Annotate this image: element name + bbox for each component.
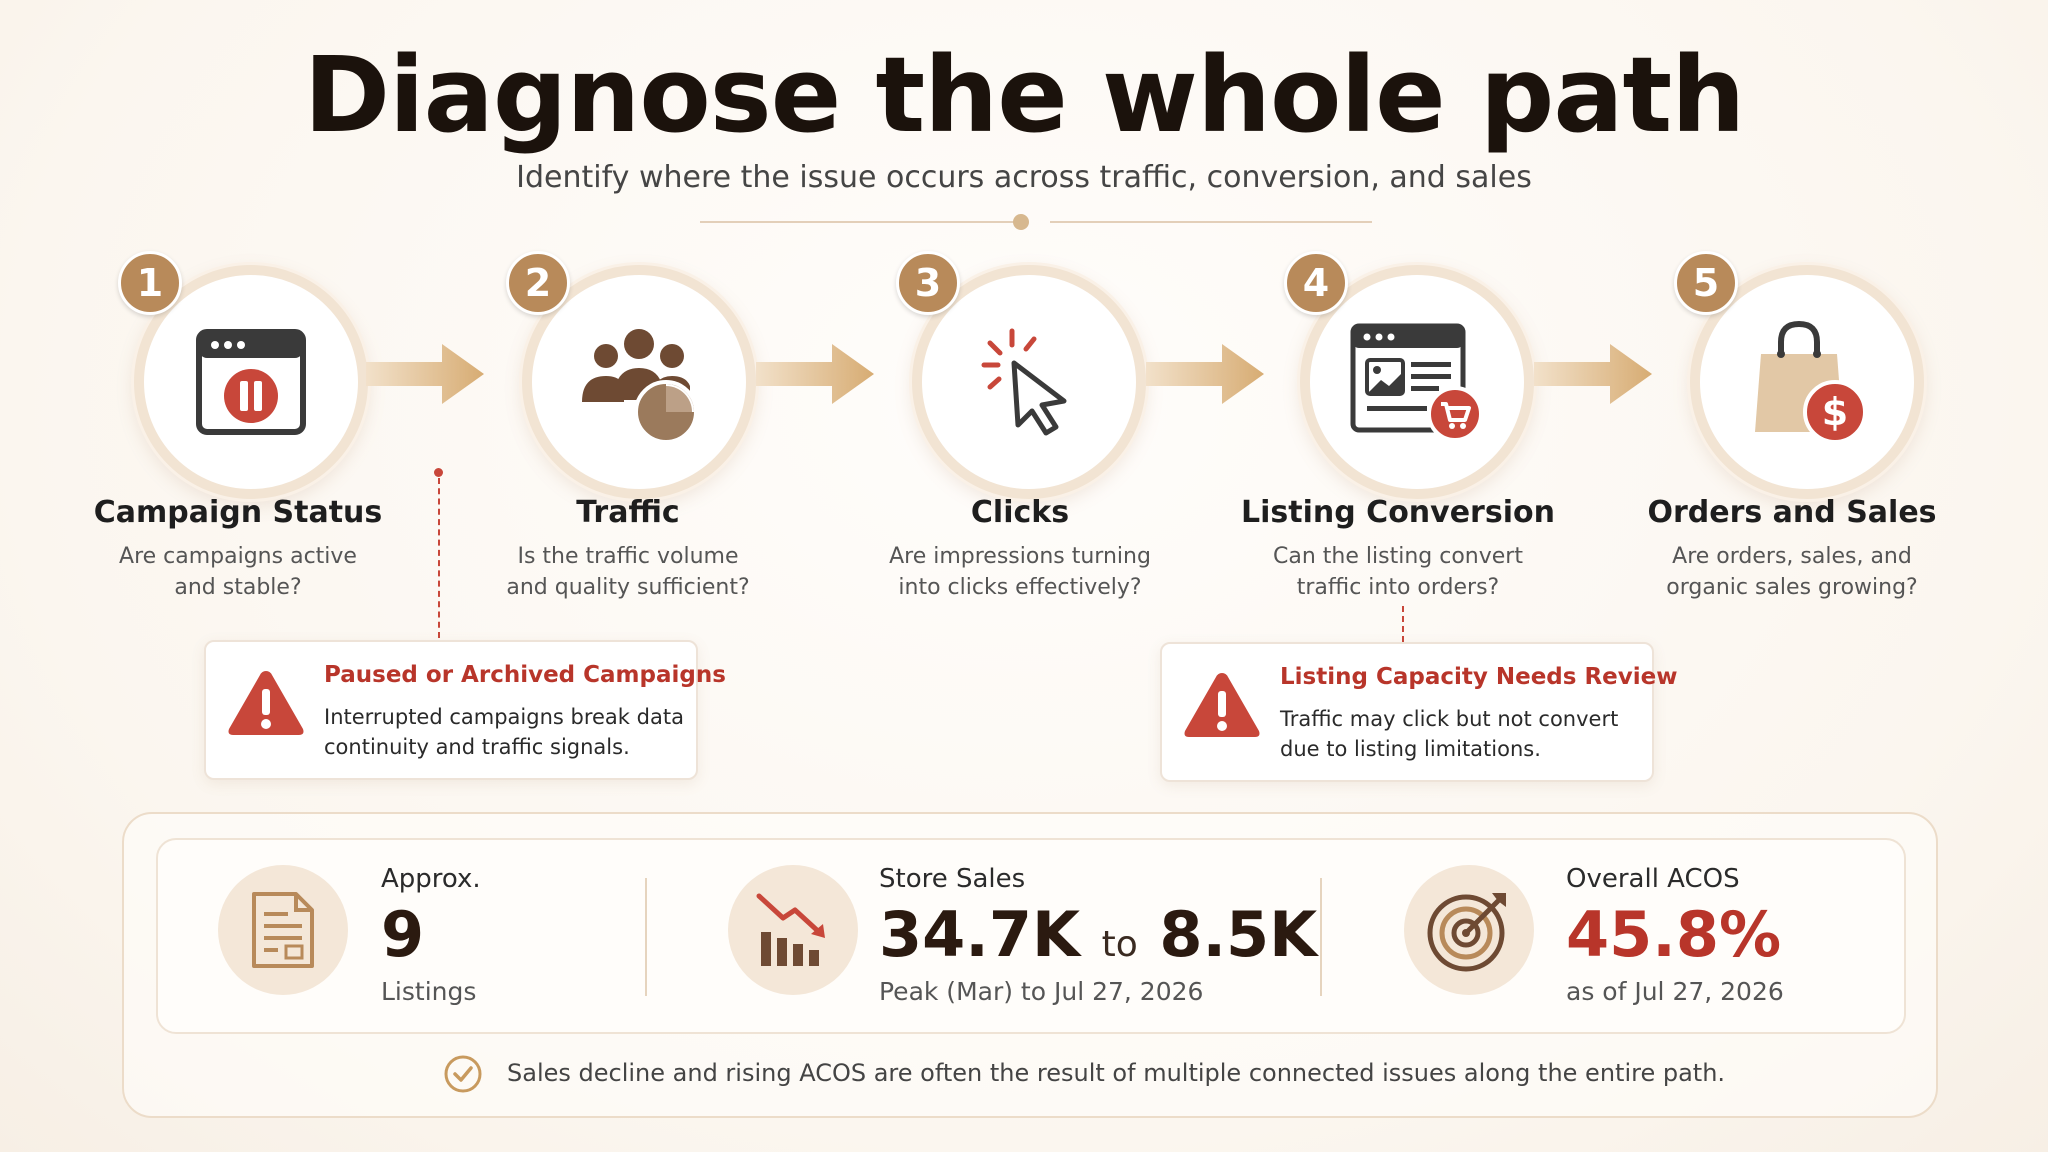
warning-2-connector bbox=[1402, 606, 1404, 642]
listings-value: 9 bbox=[381, 898, 425, 971]
footer-note: Sales decline and rising ACOS are often … bbox=[507, 1059, 1726, 1087]
acos-value: 45.8% bbox=[1566, 898, 1782, 971]
step-3-badge: 3 bbox=[896, 251, 960, 315]
step-1-circle bbox=[134, 265, 368, 499]
acos-sub: as of Jul 27, 2026 bbox=[1566, 977, 1784, 1006]
listings-icon-circle bbox=[218, 865, 348, 995]
store-sales-icon-circle bbox=[728, 865, 858, 995]
cursor-click-icon bbox=[981, 328, 1067, 436]
store-sales-to-word: to bbox=[1101, 924, 1138, 965]
metrics-separator-2 bbox=[1320, 878, 1322, 996]
step-2-circle bbox=[522, 265, 756, 499]
arrow-1-2 bbox=[366, 344, 484, 404]
store-sales-from: 34.7K bbox=[879, 898, 1081, 971]
arrow-2-3 bbox=[756, 344, 874, 404]
store-sales-to: 8.5K bbox=[1159, 898, 1318, 971]
store-sales-range: 34.7K to 8.5K bbox=[879, 898, 1317, 971]
header-divider-dot bbox=[1013, 214, 1029, 230]
step-5-badge: 5 bbox=[1674, 251, 1738, 315]
listing-cart-icon bbox=[1350, 323, 1483, 442]
listings-sub: Listings bbox=[381, 977, 477, 1006]
metrics-strip bbox=[156, 838, 1906, 1034]
listings-label: Approx. bbox=[381, 864, 481, 894]
step-2-title: Traffic bbox=[576, 495, 680, 530]
step-1-badge: 1 bbox=[118, 251, 182, 315]
step-4-badge: 4 bbox=[1284, 251, 1348, 315]
shopping-bag-dollar-icon: $ bbox=[1755, 320, 1867, 444]
warning-1-title: Paused or Archived Campaigns bbox=[324, 662, 726, 688]
document-icon bbox=[252, 892, 314, 968]
warning-1-connector-dot bbox=[434, 468, 443, 477]
arrow-4-5 bbox=[1534, 344, 1652, 404]
step-1-title: Campaign Status bbox=[93, 495, 383, 530]
arrow-3-4 bbox=[1146, 344, 1264, 404]
target-icon bbox=[1427, 893, 1506, 972]
acos-label: Overall ACOS bbox=[1566, 864, 1740, 894]
paused-campaign-window-icon bbox=[196, 329, 306, 435]
page-title: Diagnose the whole path bbox=[303, 34, 1746, 156]
header-divider-right bbox=[1050, 221, 1372, 223]
acos-icon-circle bbox=[1404, 865, 1534, 995]
warning-triangle-icon bbox=[228, 671, 304, 735]
warning-card-listing-capacity: Listing Capacity Needs Review Traffic ma… bbox=[1160, 642, 1678, 782]
step-5-title: Orders and Sales bbox=[1647, 495, 1937, 530]
step-2-badge: 2 bbox=[506, 251, 570, 315]
warning-card-paused-campaigns: Paused or Archived Campaigns Interrupted… bbox=[204, 640, 726, 780]
declining-bars-icon bbox=[756, 893, 825, 966]
warning-triangle-icon bbox=[1184, 673, 1260, 737]
svg-text:$: $ bbox=[1822, 390, 1848, 434]
warning-1-connector bbox=[438, 478, 440, 638]
audience-chart-icon bbox=[582, 329, 698, 442]
metrics-separator-1 bbox=[645, 878, 647, 996]
step-3-title: Clicks bbox=[970, 495, 1070, 530]
step-4-title: Listing Conversion bbox=[1241, 495, 1555, 530]
step-4-circle bbox=[1300, 265, 1534, 499]
header-divider-left bbox=[700, 221, 1022, 223]
store-sales-sub: Peak (Mar) to Jul 27, 2026 bbox=[879, 977, 1204, 1006]
check-circle-icon bbox=[444, 1055, 482, 1093]
page-subtitle: Identify where the issue occurs across t… bbox=[516, 160, 1532, 195]
warning-2-title: Listing Capacity Needs Review bbox=[1280, 664, 1678, 690]
store-sales-label: Store Sales bbox=[879, 864, 1026, 894]
